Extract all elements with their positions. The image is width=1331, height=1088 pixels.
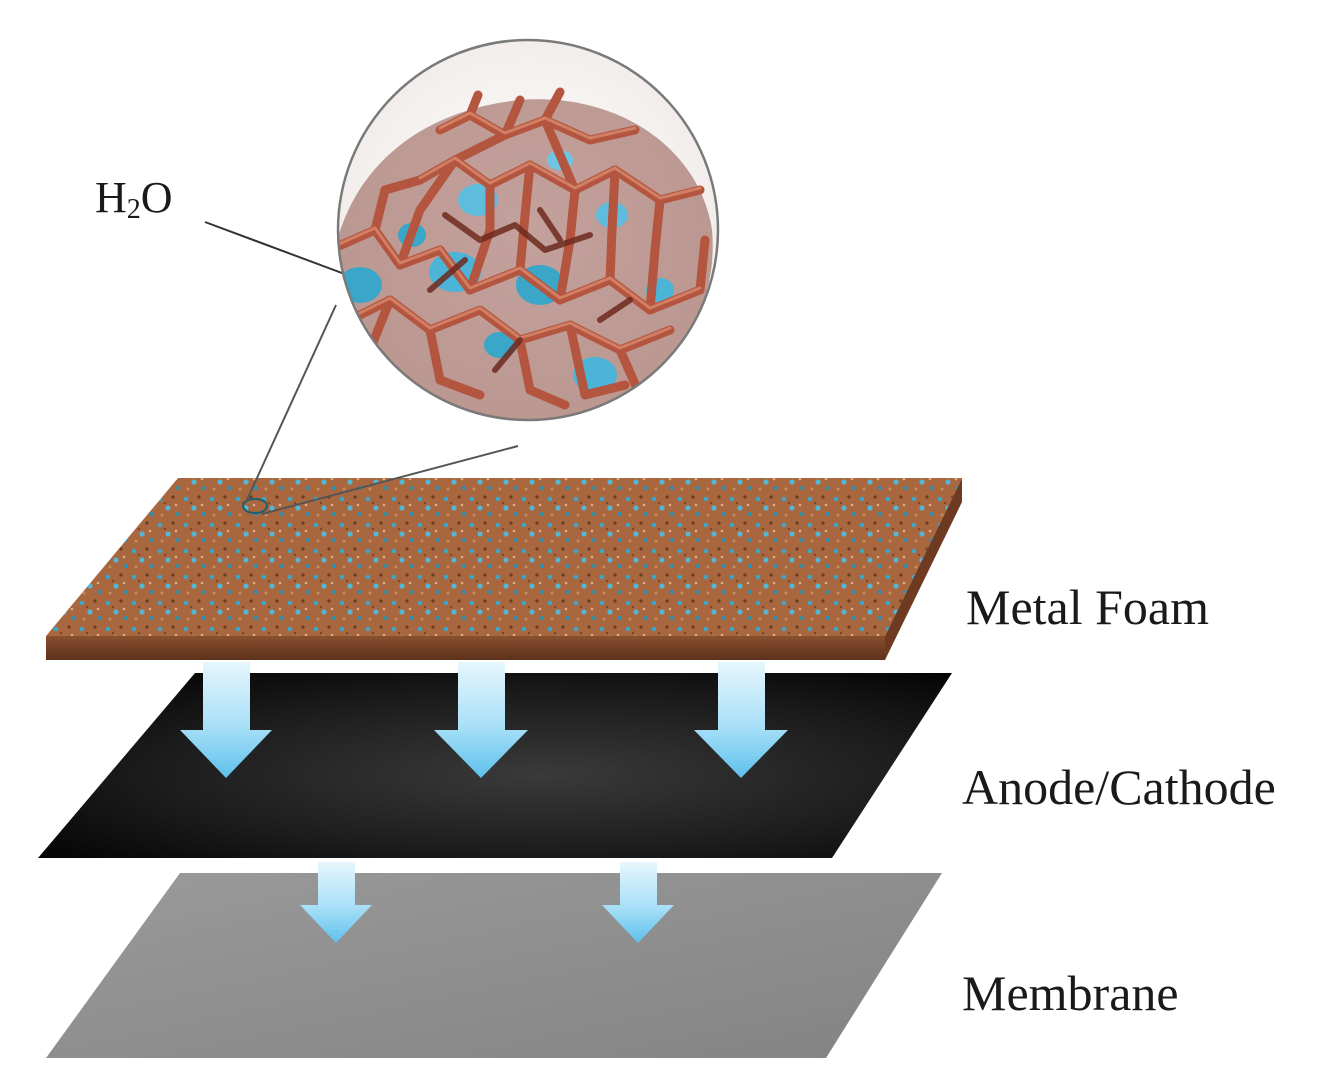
electrode-label: Anode/Cathode [962,759,1276,815]
foam-struts-highlight [338,111,702,350]
foam-zoom-view [336,38,720,422]
membrane-layer [46,873,942,1058]
flow-arrows-lower [300,862,674,943]
flow-arrow [300,862,372,943]
metal-foam-front-edge [46,636,885,660]
zoom-circle-outline [336,38,720,422]
foam-struts-dark [427,207,633,373]
metal-foam-side-edge [885,478,962,660]
water-label-subscript: 2 [126,194,141,225]
flow-arrows-upper [180,662,788,778]
flow-arrow [434,662,528,778]
flow-arrow [180,662,272,778]
foam-struts [338,87,710,410]
metal-foam-label: Metal Foam [966,579,1210,635]
metal-foam-layer [46,478,962,636]
flow-arrow [694,662,788,778]
water-leader-line [204,221,351,277]
water-label: H2O [95,173,173,224]
membrane-label: Membrane [962,965,1179,1021]
zoom-leader-left [245,304,337,503]
water-label-h: H [95,173,127,222]
water-label-o: O [140,173,173,222]
flow-arrow [602,862,674,943]
zoom-leader-right [261,445,519,515]
zoom-spot [242,498,268,514]
